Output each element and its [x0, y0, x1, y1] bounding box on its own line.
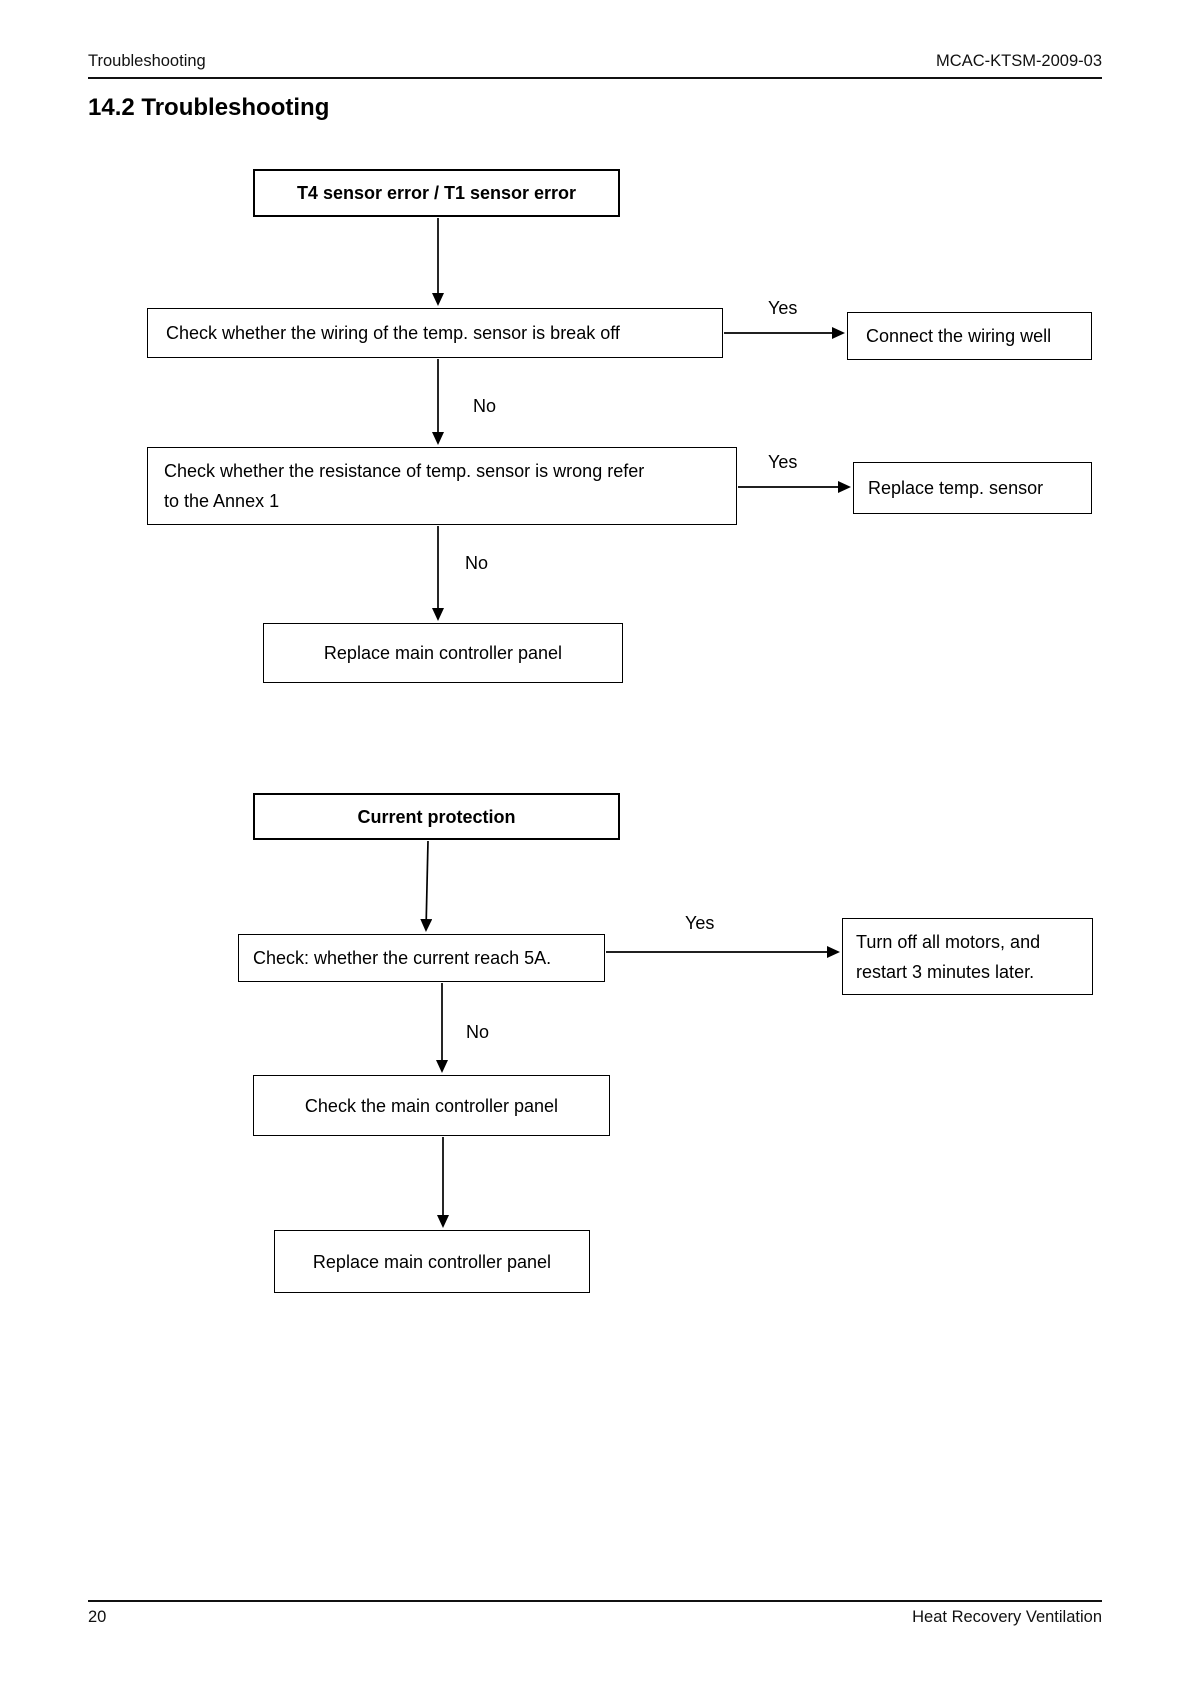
header-rule — [88, 77, 1102, 79]
step-check-resistance: Check whether the resistance of temp. se… — [147, 447, 737, 525]
branch-label-yes: Yes — [768, 298, 798, 318]
footer-rule — [88, 1600, 1102, 1602]
page-title: 14.2 Troubleshooting — [88, 94, 330, 121]
branch-label-yes: Yes — [768, 452, 798, 472]
action-turn-off-motors-line1: Turn off all motors, and — [856, 931, 1041, 952]
step-check-main-controller-panel: Check the main controller panel — [253, 1075, 610, 1136]
arrow-start-to-check-current — [420, 840, 433, 932]
header-section-label: Troubleshooting — [88, 52, 206, 70]
branch-label-no: No — [466, 1022, 490, 1042]
footer-product-name: Heat Recovery Ventilation — [912, 1608, 1102, 1626]
flowchart-start-sensor-error: T4 sensor error / T1 sensor error — [253, 169, 620, 217]
action-replace-temp-sensor: Replace temp. sensor — [853, 462, 1092, 514]
action-replace-main-controller-panel: Replace main controller panel — [274, 1230, 590, 1293]
flowchart-start-current-protection: Current protection — [253, 793, 620, 840]
action-turn-off-motors-line2: restart 3 minutes later. — [856, 961, 1035, 982]
step-check-wiring: Check whether the wiring of the temp. se… — [147, 308, 723, 358]
action-turn-off-motors: Turn off all motors, and restart 3 minut… — [842, 918, 1093, 995]
footer-page-number: 20 — [88, 1608, 107, 1626]
branch-label-no: No — [473, 396, 497, 416]
action-replace-main-controller-panel: Replace main controller panel — [263, 623, 623, 683]
action-connect-wiring: Connect the wiring well — [847, 312, 1092, 360]
step-check-resistance-line1: Check whether the resistance of temp. se… — [164, 461, 645, 481]
header-document-code: MCAC-KTSM-2009-03 — [936, 52, 1102, 70]
step-check-current: Check: whether the current reach 5A. — [238, 934, 605, 982]
branch-label-yes: Yes — [685, 913, 715, 933]
step-check-resistance-line2: to the Annex 1 — [164, 491, 280, 511]
branch-label-no: No — [465, 553, 489, 573]
